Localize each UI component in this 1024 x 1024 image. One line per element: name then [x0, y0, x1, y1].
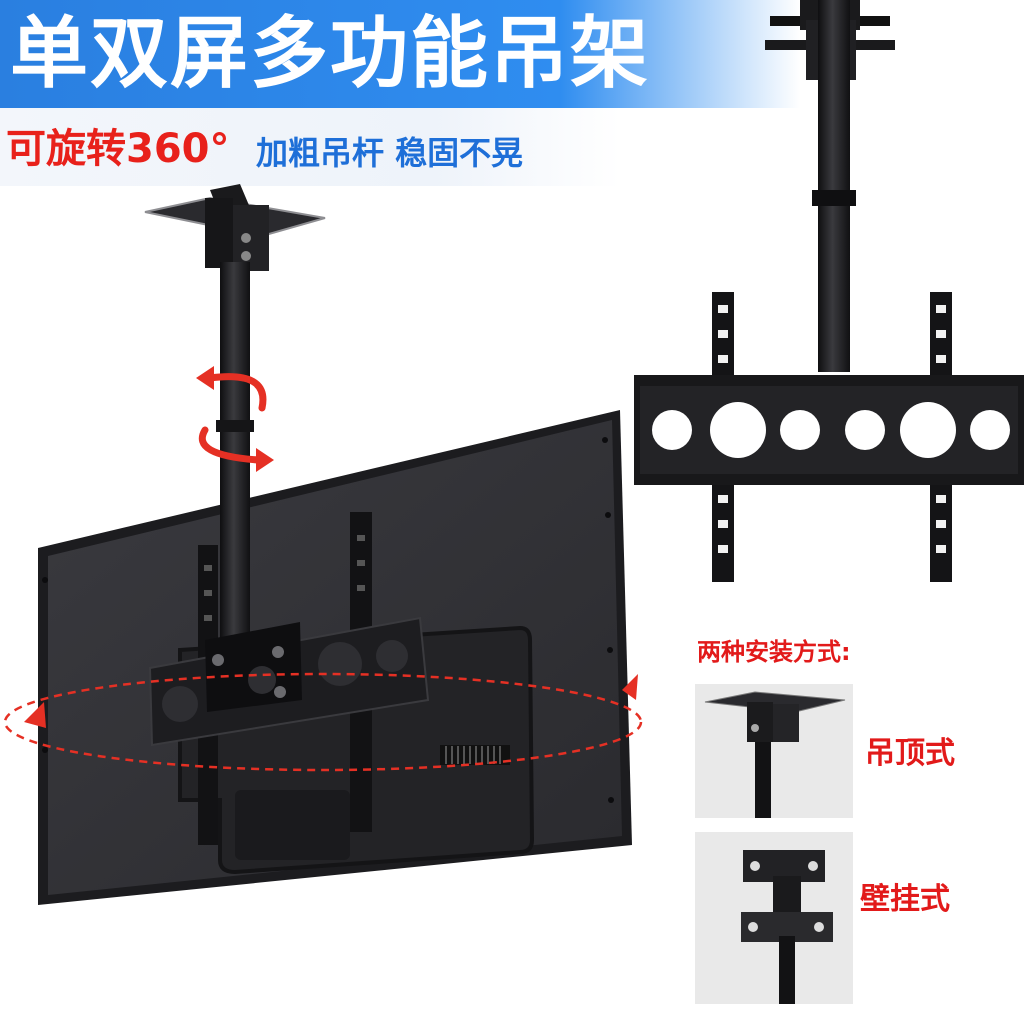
- wall-mount-label: 壁挂式: [860, 882, 950, 917]
- wall-mount-photo: [695, 832, 853, 1004]
- feature-rotate-text: 可旋转360°: [6, 126, 230, 172]
- mount-pole: [220, 262, 250, 692]
- horizontal-bracket: [148, 616, 430, 747]
- install-methods-heading: 两种安装方式:: [697, 638, 851, 666]
- feature-bar: [0, 108, 620, 186]
- header-banner: [0, 0, 800, 108]
- ceiling-plate: [144, 184, 326, 271]
- ceiling-mount-icon: [704, 691, 846, 818]
- rotate-arrow-icon: [198, 373, 267, 464]
- ceiling-mount-label: 吊顶式: [865, 736, 955, 771]
- wall-mount-icon: [741, 850, 833, 1004]
- horizontal-rotate-arrow-icon: [3, 672, 643, 772]
- ceiling-mount-photo: [695, 684, 853, 818]
- page-title: 单双屏多功能吊架: [10, 9, 651, 99]
- bracket-product-shot: [634, 0, 1024, 582]
- feature-stable-text: 加粗吊杆 稳固不晃: [256, 134, 524, 172]
